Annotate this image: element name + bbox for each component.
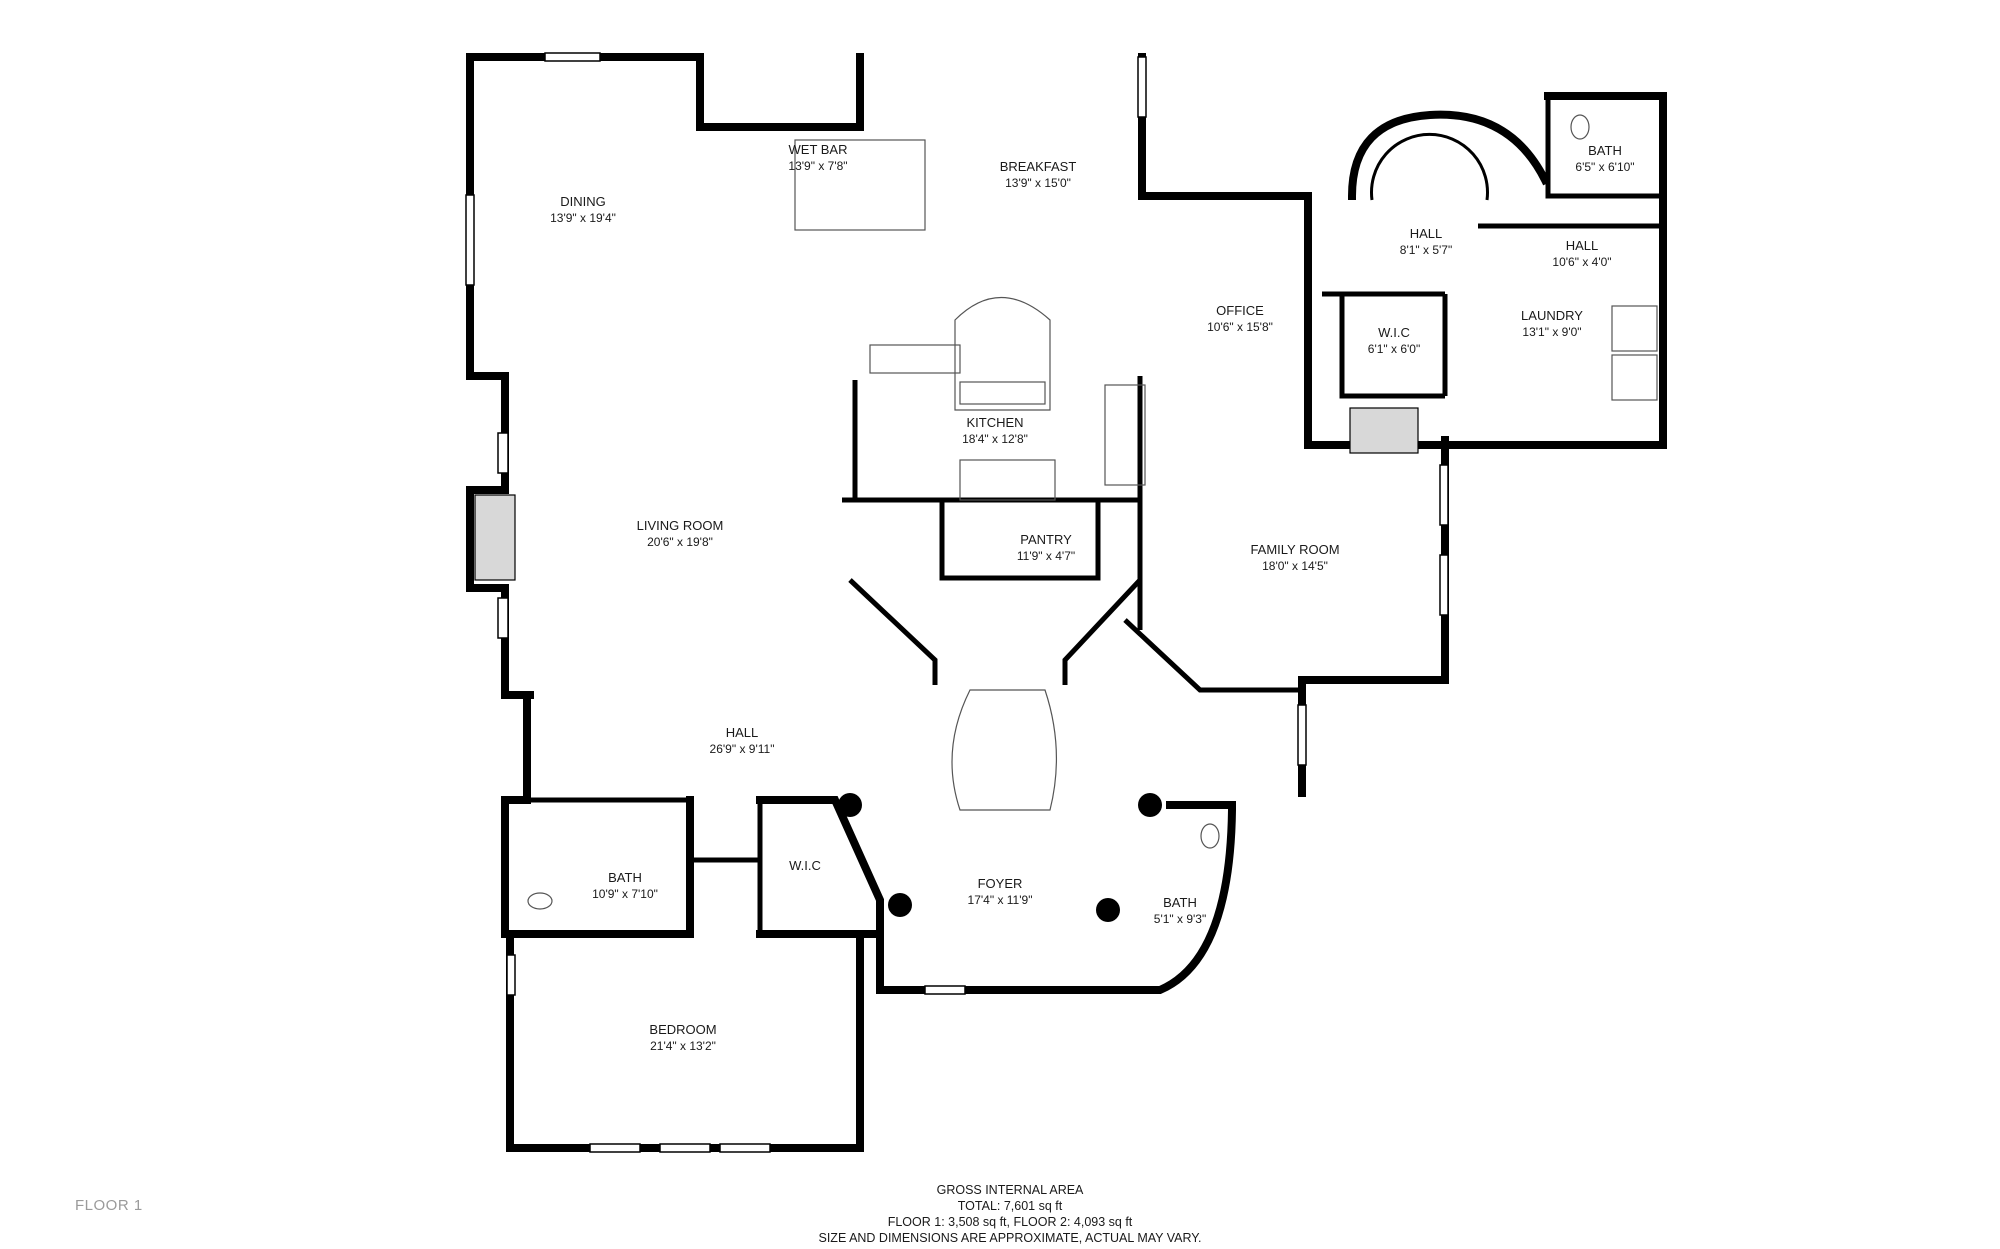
room-name-bath-right: BATH bbox=[1163, 895, 1197, 910]
room-dim-hall-upper: 8'1" x 5'7" bbox=[1400, 243, 1452, 257]
room-dim-hall-right: 10'6" x 4'0" bbox=[1552, 255, 1611, 269]
room-name-kitchen: KITCHEN bbox=[966, 415, 1023, 430]
fixtures bbox=[474, 114, 1658, 910]
room-dim-bedroom: 21'4" x 13'2" bbox=[650, 1039, 716, 1053]
room-name-bath-left: BATH bbox=[608, 870, 642, 885]
columns bbox=[838, 793, 1162, 922]
window-openings bbox=[465, 52, 1449, 1153]
room-name-hall-right: HALL bbox=[1566, 238, 1599, 253]
room-dim-breakfast: 13'9" x 15'0" bbox=[1005, 176, 1071, 190]
room-dim-wet-bar: 13'9" x 7'8" bbox=[788, 159, 847, 173]
room-dim-kitchen: 18'4" x 12'8" bbox=[962, 432, 1028, 446]
room-name-family-room: FAMILY ROOM bbox=[1250, 542, 1339, 557]
interior-walls bbox=[505, 96, 1663, 934]
area-floors: FLOOR 1: 3,508 sq ft, FLOOR 2: 4,093 sq … bbox=[887, 1215, 1133, 1229]
room-name-hall-upper: HALL bbox=[1410, 226, 1443, 241]
room-name-hall-main: HALL bbox=[726, 725, 759, 740]
room-name-foyer: FOYER bbox=[978, 876, 1023, 891]
room-dim-living-room: 20'6" x 19'8" bbox=[647, 535, 713, 549]
room-name-wet-bar: WET BAR bbox=[789, 142, 848, 157]
room-name-laundry: LAUNDRY bbox=[1521, 308, 1583, 323]
exterior-walls bbox=[466, 53, 1667, 1152]
room-name-office: OFFICE bbox=[1216, 303, 1264, 318]
room-dim-bath-left: 10'9" x 7'10" bbox=[592, 887, 658, 901]
room-name-wic-upper: W.I.C bbox=[1378, 325, 1410, 340]
room-dim-laundry: 13'1" x 9'0" bbox=[1522, 325, 1581, 339]
room-dim-office: 10'6" x 15'8" bbox=[1207, 320, 1273, 334]
gross-internal-area: GROSS INTERNAL AREA TOTAL: 7,601 sq ft F… bbox=[700, 1182, 1320, 1246]
room-name-living-room: LIVING ROOM bbox=[637, 518, 724, 533]
area-heading: GROSS INTERNAL AREA bbox=[936, 1183, 1084, 1197]
room-dim-foyer: 17'4" x 11'9" bbox=[968, 893, 1033, 907]
room-dim-bath-right: 5'1" x 9'3" bbox=[1154, 912, 1206, 926]
room-dim-wic-upper: 6'1" x 6'0" bbox=[1368, 342, 1420, 356]
room-name-pantry: PANTRY bbox=[1020, 532, 1072, 547]
area-total: TOTAL: 7,601 sq ft bbox=[957, 1199, 1063, 1213]
floor-label: FLOOR 1 bbox=[75, 1197, 143, 1214]
room-dim-bath-upper: 6'5" x 6'10" bbox=[1575, 160, 1634, 174]
room-dim-hall-main: 26'9" x 9'11" bbox=[710, 742, 775, 756]
room-dim-family-room: 18'0" x 14'5" bbox=[1262, 559, 1328, 573]
room-name-wic-lower: W.I.C bbox=[789, 858, 821, 873]
room-labels: WET BAR 13'9" x 7'8" BREAKFAST 13'9" x 1… bbox=[550, 142, 1634, 1053]
room-name-bath-upper: BATH bbox=[1588, 143, 1622, 158]
room-name-bedroom: BEDROOM bbox=[649, 1022, 716, 1037]
room-name-dining: DINING bbox=[560, 194, 606, 209]
room-name-breakfast: BREAKFAST bbox=[1000, 159, 1077, 174]
room-dim-dining: 13'9" x 19'4" bbox=[550, 211, 616, 225]
room-dim-pantry: 11'9" x 4'7" bbox=[1017, 549, 1075, 563]
area-disclaimer: SIZE AND DIMENSIONS ARE APPROXIMATE, ACT… bbox=[818, 1231, 1202, 1245]
